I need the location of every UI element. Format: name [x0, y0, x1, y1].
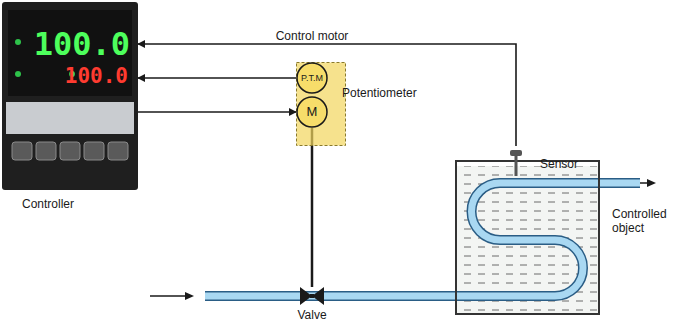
pipe [205, 183, 640, 296]
status-led [15, 39, 21, 45]
controlled-object-tank-outline [455, 160, 600, 315]
front-panel [6, 102, 134, 134]
circle-label: P.T.M [296, 73, 328, 83]
object-label: Controlled object [612, 208, 676, 236]
motor-circle [297, 63, 327, 93]
valve-outline [300, 287, 324, 305]
motor-circle-node: M [296, 96, 328, 128]
inlet-arrow [150, 295, 186, 297]
sensor-label: Sensor [540, 158, 578, 172]
signal-line [138, 111, 296, 113]
sensor-outline [510, 146, 522, 176]
signal-line [311, 128, 314, 287]
controller: 100.0100.0Controller [2, 2, 138, 190]
key-button [108, 142, 128, 160]
box-title: Control motor [276, 30, 349, 44]
control-motor-box: P.T.MMControl motor [287, 48, 337, 132]
key-button [36, 142, 56, 160]
valve-label: Valve [297, 309, 326, 323]
sensor: Sensor [510, 146, 522, 176]
pipe-outline [205, 183, 640, 296]
valve: Valve [300, 287, 324, 305]
set-value: 100.0 [65, 66, 128, 87]
controlled-object-tank: Controlled object [455, 160, 600, 315]
signal-line [138, 77, 296, 79]
valve-bonnet [310, 294, 314, 298]
part-label: Potentiometer [342, 86, 417, 100]
outlet-arrowhead [647, 179, 656, 187]
sensor-probe [515, 156, 518, 176]
motor-circle [297, 97, 327, 127]
key-button [60, 142, 80, 160]
display-window [8, 10, 132, 96]
key-button [84, 142, 104, 160]
caption-label: Controller [22, 198, 74, 212]
valve-symbol [300, 287, 324, 305]
circle-label: M [296, 105, 328, 120]
outlet-arrow [640, 182, 648, 184]
control-motor-housing [297, 63, 346, 146]
key-button [12, 142, 32, 160]
controller-housing [2, 2, 138, 190]
status-led [15, 71, 21, 77]
process-value: 100.0 [34, 28, 130, 60]
potentiometer-circle: P.T.M [296, 62, 328, 94]
signal-line [138, 44, 516, 146]
inlet-arrowhead [185, 292, 194, 300]
tank-outline [456, 161, 599, 314]
sensor-head [510, 150, 522, 156]
